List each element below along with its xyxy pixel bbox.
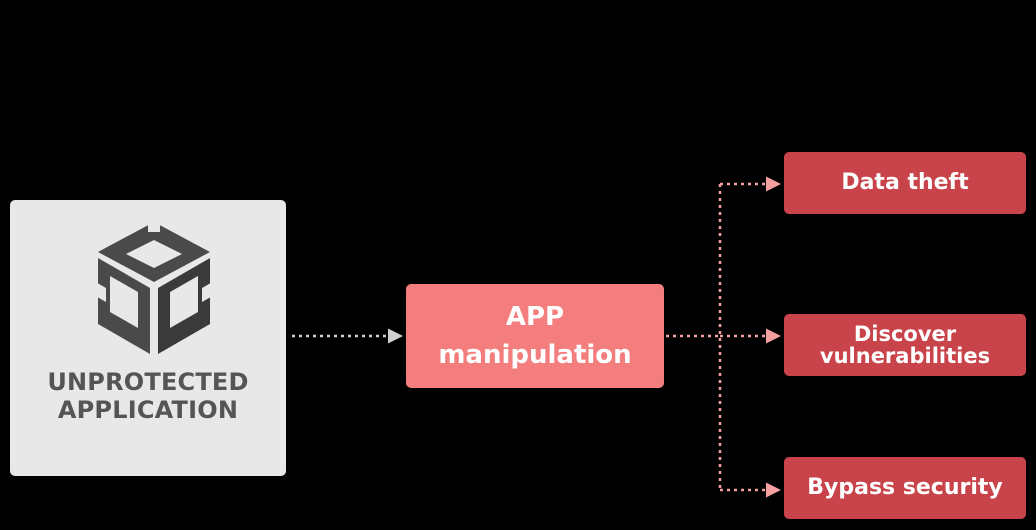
source-label-line2: APPLICATION bbox=[57, 396, 239, 424]
outcome-data-theft: Data theft bbox=[784, 152, 1026, 214]
source-label-line1: UNPROTECTED bbox=[47, 368, 249, 396]
outcome-label: Bypass security bbox=[807, 475, 1003, 500]
center-label-line1: APP bbox=[505, 302, 565, 332]
app-manipulation-box: APP manipulation bbox=[406, 284, 664, 388]
outcome-label: Data theft bbox=[841, 170, 969, 195]
outcome-discover-vulnerabilities: Discover vulnerabilities bbox=[784, 314, 1026, 376]
source-label: UNPROTECTED APPLICATION bbox=[10, 368, 286, 424]
unity-cube-icon bbox=[92, 218, 216, 354]
center-label-line2: manipulation bbox=[438, 340, 632, 370]
unprotected-application-card: UNPROTECTED APPLICATION bbox=[10, 200, 286, 476]
outcome-bypass-security: Bypass security bbox=[784, 457, 1026, 519]
outcome-label-line1: Discover bbox=[853, 322, 957, 346]
outcome-label-line2: vulnerabilities bbox=[819, 344, 991, 368]
